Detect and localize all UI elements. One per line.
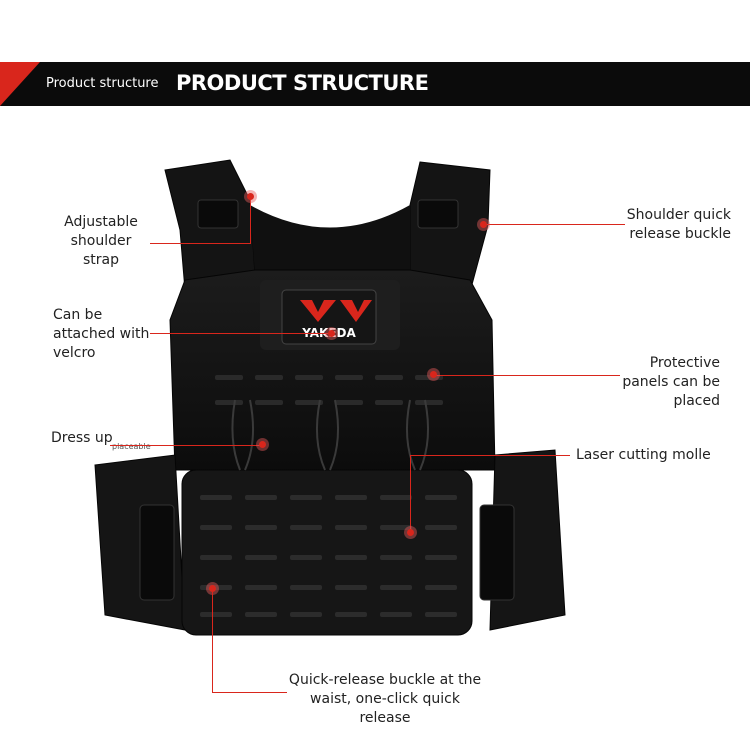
leader-adjustable-strap (150, 243, 250, 244)
dot-protective-panels (430, 371, 437, 378)
vest-neck (250, 205, 410, 275)
front-panel-molle (200, 495, 457, 617)
dot-velcro (328, 330, 335, 337)
header-banner: Product structure PRODUCT STRUCTURE (0, 62, 750, 106)
label-laser-molle: Laser cutting molle (576, 447, 711, 463)
leader-velcro (150, 333, 330, 334)
leader-protective-panels (435, 375, 620, 376)
right-strap-buckle (417, 199, 459, 229)
leader-laser-molle (410, 455, 570, 456)
label-protective-panels: Protective panels can be placed (622, 355, 720, 409)
label-dress-up: Dress up (51, 430, 113, 446)
chest-molle (215, 375, 443, 405)
label-adjustable-strap: Adjustable shoulder strap (64, 214, 138, 268)
left-side-buckle (139, 504, 175, 601)
banner-red-corner (0, 62, 40, 106)
dot-adjustable-strap (247, 193, 254, 200)
dot-shoulder-buckle (480, 221, 487, 228)
dot-dress-up (259, 441, 266, 448)
leader-dress-up (110, 445, 260, 446)
leader-adjustable-strap-v (250, 198, 251, 244)
dot-waist-buckle (209, 585, 216, 592)
left-strap-buckle (197, 199, 239, 229)
logo-emblem (300, 300, 336, 322)
leader-waist-buckle-v (212, 592, 213, 692)
label-shoulder-buckle: Shoulder quick release buckle (626, 207, 731, 242)
leader-waist-buckle-h (212, 692, 287, 693)
right-side-buckle (479, 504, 515, 601)
front-panel (181, 469, 473, 636)
banner-small-title: Product structure (46, 76, 159, 91)
leader-shoulder-buckle (485, 224, 625, 225)
dot-laser-molle (407, 529, 414, 536)
label-velcro: Can be attached with velcro (53, 307, 150, 361)
leader-laser-molle-v (410, 455, 411, 530)
dress-up-sub-label: placeable (112, 442, 151, 451)
banner-big-title: PRODUCT STRUCTURE (176, 71, 429, 95)
chest-loops (231, 399, 429, 471)
label-waist-buckle-line1: Quick-release buckle at the (288, 672, 482, 688)
chest-plate (169, 269, 496, 471)
label-waist-buckle-line2: waist, one-click quick release (310, 691, 460, 726)
